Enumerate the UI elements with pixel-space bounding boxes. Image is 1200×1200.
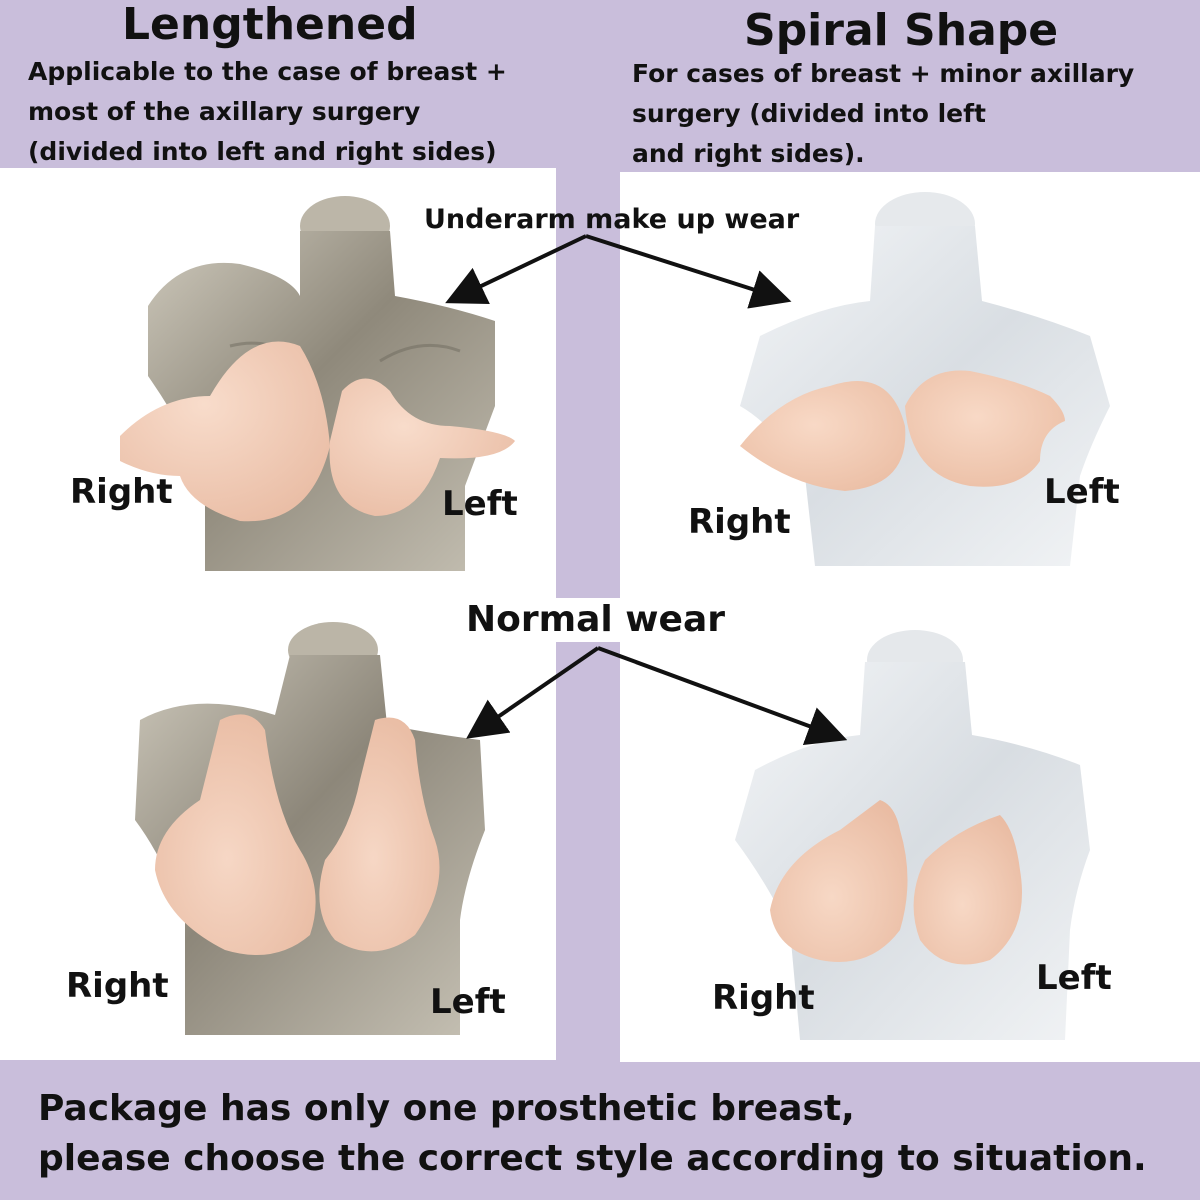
- footer-line-2: please choose the correct style accordin…: [38, 1138, 1147, 1179]
- silver-mannequin-bottom: [135, 622, 485, 1035]
- footer-line-1: Package has only one prosthetic breast,: [38, 1088, 855, 1129]
- white-mannequin-bottom: [735, 630, 1090, 1040]
- top-left-left-label: Left: [442, 484, 518, 524]
- footer-notice: Package has only one prosthetic breast, …: [0, 1062, 1200, 1200]
- bottom-left-left-label: Left: [430, 982, 506, 1022]
- underarm-callout: Underarm make up wear: [424, 204, 800, 235]
- bottom-right-right-label: Right: [712, 978, 815, 1018]
- bottom-right-left-label: Left: [1036, 958, 1112, 998]
- white-mannequin-top: [740, 192, 1110, 566]
- spiral-subtitle-line-3: and right sides).: [632, 139, 865, 168]
- top-right-left-label: Left: [1044, 472, 1120, 512]
- silver-mannequin-top: [120, 196, 515, 571]
- normal-wear-callout: Normal wear: [462, 598, 730, 642]
- spiral-shape-title: Spiral Shape: [744, 5, 1059, 56]
- bottom-left-right-label: Right: [66, 966, 169, 1006]
- lengthened-subtitle-line-1: Applicable to the case of breast +: [28, 57, 507, 86]
- top-right-right-label: Right: [688, 502, 791, 542]
- spiral-subtitle-line-2: surgery (divided into left: [632, 99, 986, 128]
- lengthened-subtitle-line-2: most of the axillary surgery: [28, 97, 421, 126]
- spiral-subtitle-line-1: For cases of breast + minor axillary: [632, 59, 1135, 88]
- lengthened-subtitle-line-3: (divided into left and right sides): [28, 137, 497, 166]
- top-left-right-label: Right: [70, 472, 173, 512]
- lengthened-title: Lengthened: [122, 0, 418, 50]
